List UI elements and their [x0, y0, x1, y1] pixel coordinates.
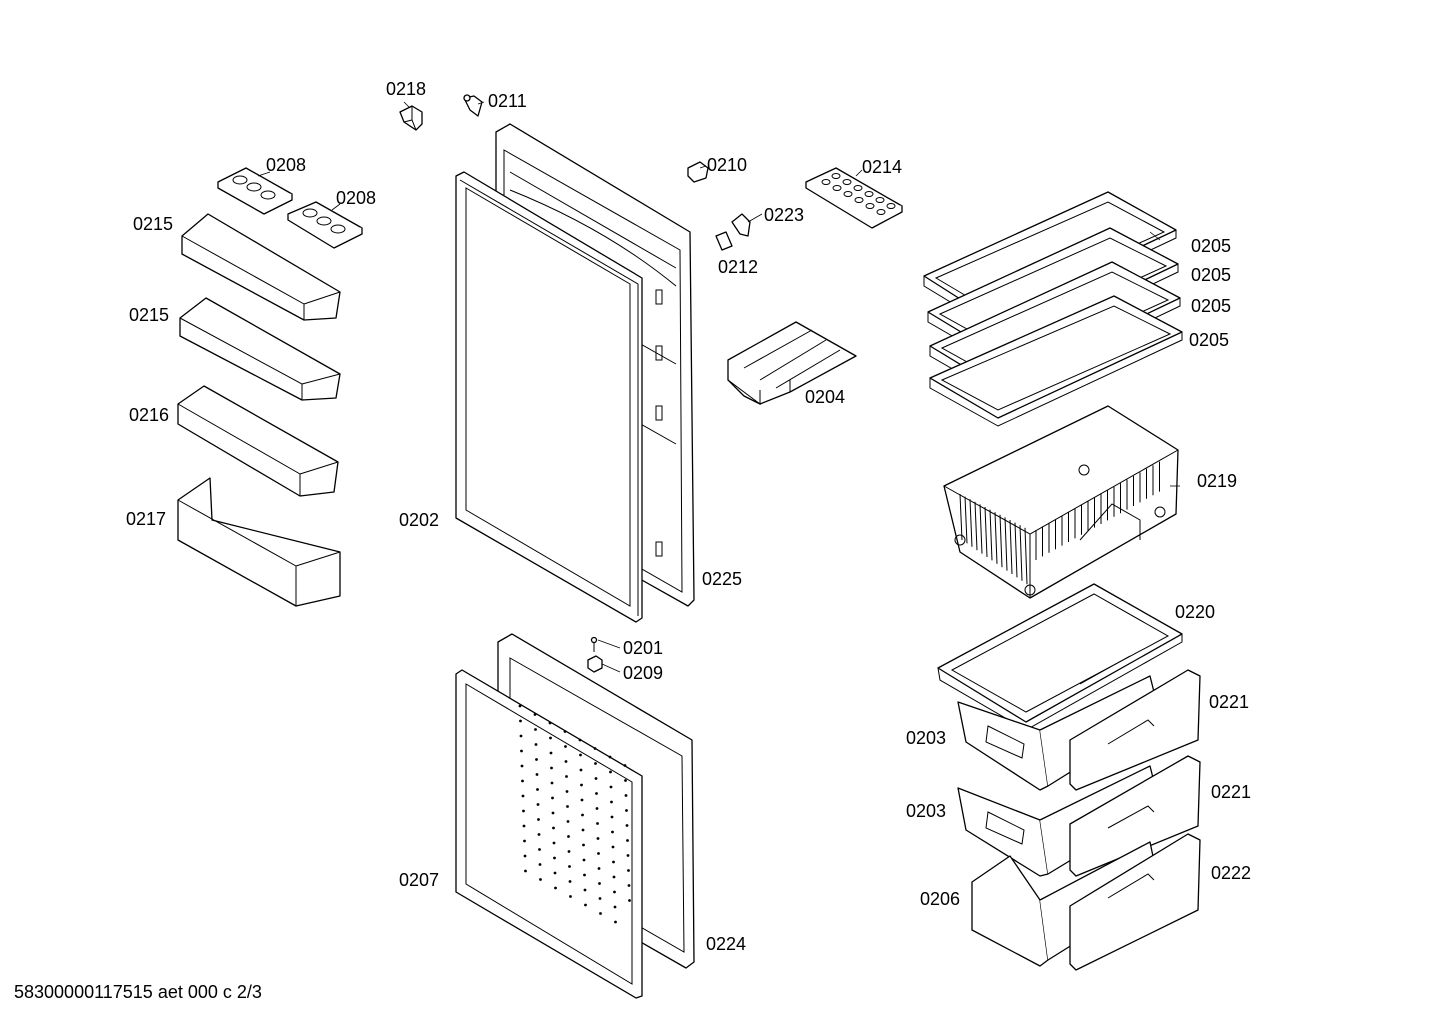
part-0219-crisper-bin [943, 405, 1179, 599]
label-0224: 0224 [706, 934, 746, 954]
label-0201: 0201 [623, 638, 663, 658]
part-0202-door-gasket [455, 171, 643, 623]
label-0204: 0204 [805, 387, 845, 407]
label-0205-4: 0205 [1189, 330, 1229, 350]
label-0220: 0220 [1175, 602, 1215, 622]
label-0208-lower: 0208 [336, 188, 376, 208]
part-0223-bracket [731, 213, 751, 237]
label-0209: 0209 [623, 663, 663, 683]
label-0216: 0216 [129, 405, 169, 425]
part-0205-glass-shelf-4 [929, 295, 1183, 427]
part-0208-egg-tray-upper [217, 167, 293, 215]
part-0204-bottle-rack [727, 321, 857, 405]
label-0221-upper: 0221 [1209, 692, 1249, 712]
label-0215-middle: 0215 [129, 305, 169, 325]
part-0212-cover [715, 231, 733, 251]
part-0216-door-shelf-lower [177, 385, 339, 497]
part-0201-screw [590, 636, 598, 652]
label-0205-1: 0205 [1191, 236, 1231, 256]
label-0217: 0217 [126, 509, 166, 529]
part-0222-drawer-front-lower [1069, 833, 1201, 971]
label-0207: 0207 [399, 870, 439, 890]
label-0206: 0206 [920, 889, 960, 909]
label-0218: 0218 [386, 79, 426, 99]
label-0205-3: 0205 [1191, 296, 1231, 316]
label-0214: 0214 [862, 157, 902, 177]
part-0208-egg-tray-lower [287, 201, 363, 249]
label-0219: 0219 [1197, 471, 1237, 491]
label-0205-2: 0205 [1191, 265, 1231, 285]
part-0218-clip [399, 105, 423, 131]
label-0225: 0225 [702, 569, 742, 589]
label-0212: 0212 [718, 257, 758, 277]
part-0209-cap [587, 655, 603, 673]
part-0215-door-shelf-upper [181, 213, 341, 321]
part-labels: 0218 0211 0208 0208 0215 0215 0216 0217 … [126, 79, 1251, 954]
part-0214-ice-tray [805, 167, 903, 229]
part-0207-freezer-gasket [455, 669, 643, 999]
label-0222: 0222 [1211, 863, 1251, 883]
part-0221-drawer-front-middle [1069, 755, 1201, 877]
label-0221-middle: 0221 [1211, 782, 1251, 802]
label-0215-upper: 0215 [133, 214, 173, 234]
label-0208-upper: 0208 [266, 155, 306, 175]
label-0210: 0210 [707, 155, 747, 175]
leader-lines [257, 101, 1180, 673]
label-0203-middle: 0203 [906, 801, 946, 821]
label-0203-upper: 0203 [906, 728, 946, 748]
part-0210-hinge-cover [687, 161, 709, 183]
label-0202: 0202 [399, 510, 439, 530]
label-0223: 0223 [764, 205, 804, 225]
part-0221-drawer-front-upper [1069, 669, 1201, 791]
document-code: 58300000117515 aet 000 c 2/3 [14, 982, 262, 1002]
part-0220-crisper-cover [937, 583, 1183, 731]
ice-tray-cells [821, 173, 896, 215]
part-0215-door-shelf-middle [179, 297, 341, 401]
crisper-ribs [959, 461, 1160, 585]
door-dot-pattern [518, 704, 631, 924]
part-0217-bottle-shelf [177, 477, 341, 607]
part-0211-hinge-pin [463, 94, 483, 117]
label-0211: 0211 [488, 91, 527, 111]
